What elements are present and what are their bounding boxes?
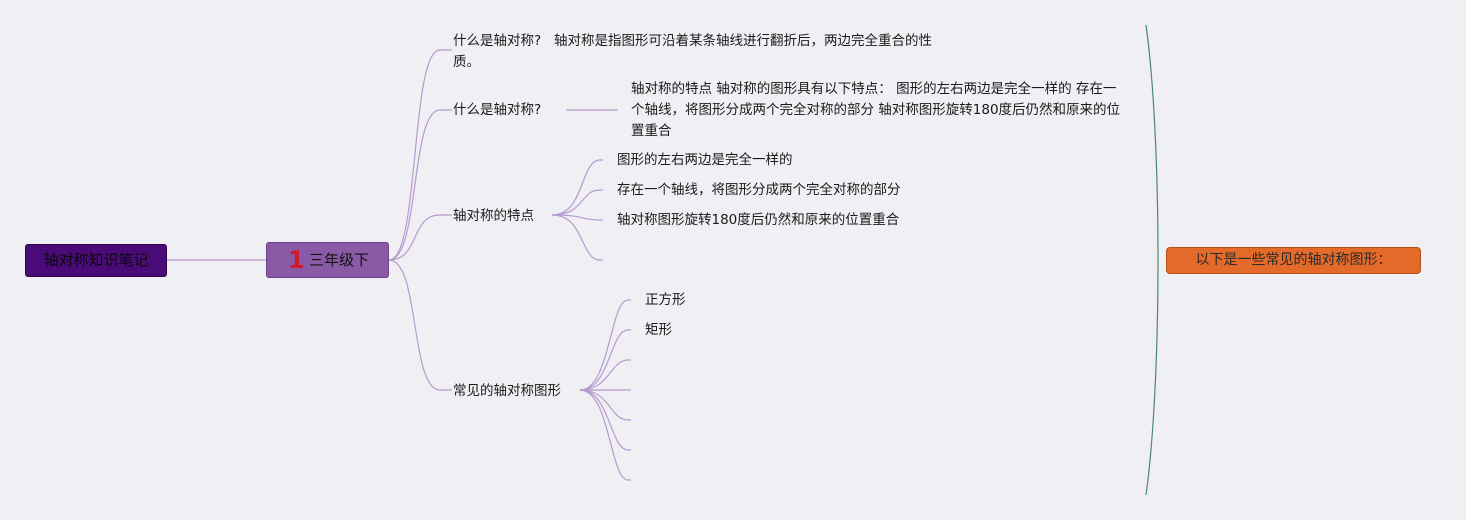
definition-label: 什么是轴对称? [453,33,542,49]
grade-label: 三年级下 [309,251,370,269]
summary-bracket [1145,24,1159,496]
link-shape-2 [579,329,631,391]
definition-text: 轴对称是指图形可沿着某条轴线进行翻折后，两边完全重合的性质。 [453,31,953,73]
link-grade-definition [388,49,452,261]
feature-item-2-label: 存在一个轴线，将图形分成两个完全对称的部分 [617,182,901,198]
link-feature-3 [551,214,603,221]
link-feature-1 [551,159,603,216]
definition2-detail-text: 轴对称的特点 轴对称的图形具有以下特点： 图形的左右两边是完全一样的 存在一个轴… [631,81,1121,139]
shape-item-rectangle-label: 矩形 [645,322,672,338]
shapes-node[interactable]: 常见的轴对称图形 [453,381,561,402]
summary-node[interactable]: 以下是一些常见的轴对称图形： [1166,247,1421,274]
features-node[interactable]: 轴对称的特点 [453,206,534,227]
grade-node[interactable]: 1 三年级下 [266,242,389,278]
root-label: 轴对称知识笔记 [43,251,149,269]
summary-label: 以下是一些常见的轴对称图形： [1195,252,1392,268]
link-grade-shapes [388,259,452,391]
link-shape-5 [579,389,631,421]
link-shape-7 [579,389,631,481]
shape-item-square-label: 正方形 [645,292,686,308]
link-shape-6 [579,389,631,451]
link-feature-2 [551,189,603,216]
feature-item-1-label: 图形的左右两边是完全一样的 [617,152,793,168]
link-feature-4 [551,214,603,261]
link-grade-definition2 [388,109,452,261]
feature-item-1[interactable]: 图形的左右两边是完全一样的 [617,150,793,171]
shapes-label: 常见的轴对称图形 [453,383,561,399]
definition2-label: 什么是轴对称? [453,102,542,118]
definition-node[interactable]: 什么是轴对称? [453,31,541,52]
link-shape-3 [579,359,631,391]
shape-item-square[interactable]: 正方形 [645,290,686,311]
definition2-node[interactable]: 什么是轴对称? [453,100,541,121]
feature-item-3[interactable]: 轴对称图形旋转180度后仍然和原来的位置重合 [617,210,899,231]
feature-item-3-label: 轴对称图形旋转180度后仍然和原来的位置重合 [617,212,900,228]
shape-item-rectangle[interactable]: 矩形 [645,320,672,341]
definition-text-content: 轴对称是指图形可沿着某条轴线进行翻折后，两边完全重合的性质。 [453,33,932,70]
features-label: 轴对称的特点 [453,208,534,224]
link-grade-features [388,214,452,261]
number-one-icon: 1 [288,246,305,274]
link-shape-1 [579,299,631,391]
definition2-detail[interactable]: 轴对称的特点 轴对称的图形具有以下特点： 图形的左右两边是完全一样的 存在一个轴… [631,79,1126,142]
root-node[interactable]: 轴对称知识笔记 [25,244,167,277]
feature-item-2[interactable]: 存在一个轴线，将图形分成两个完全对称的部分 [617,180,901,201]
